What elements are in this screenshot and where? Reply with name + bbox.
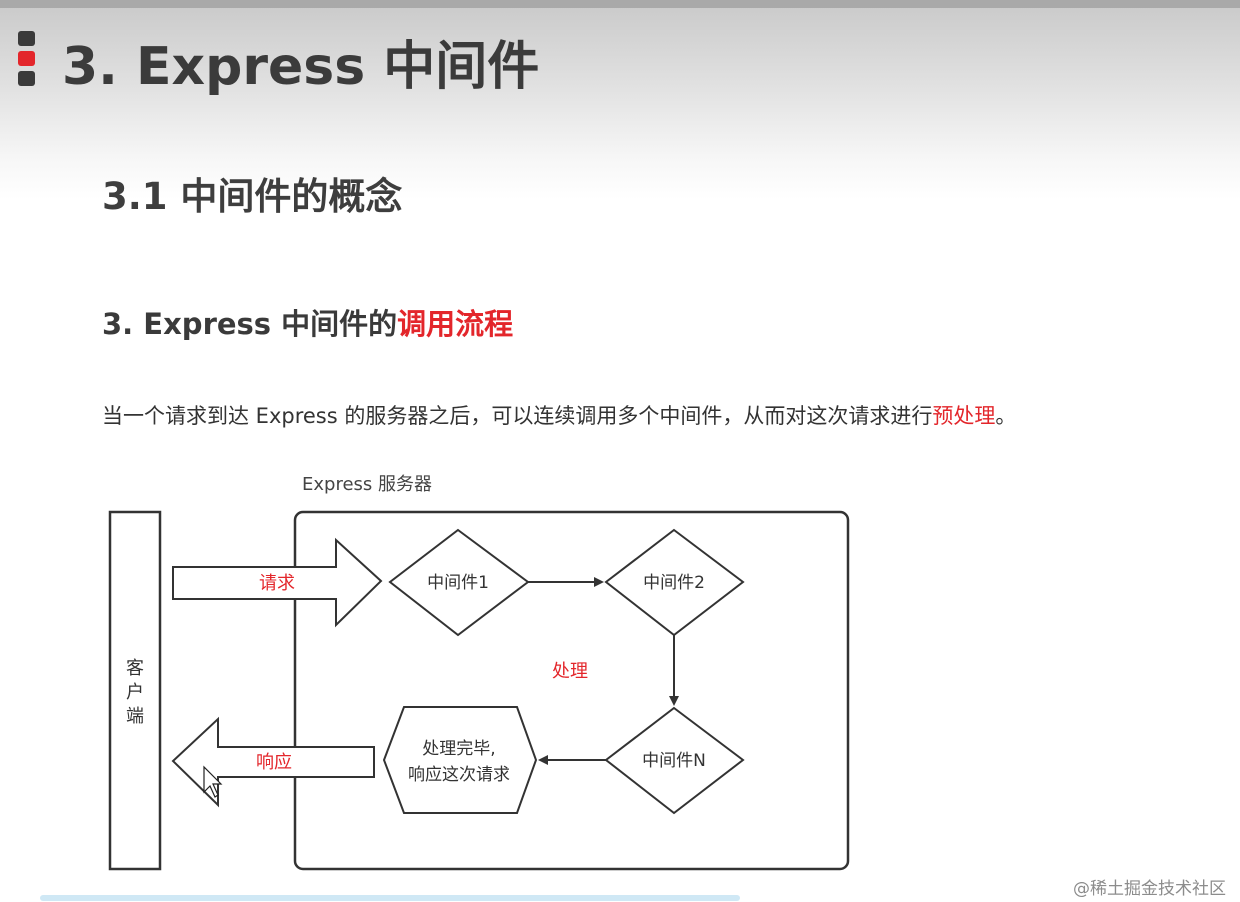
subsection-title: 3. Express 中间件的调用流程 bbox=[102, 301, 513, 343]
paragraph-highlight: 预处理 bbox=[932, 404, 996, 428]
page-title: 3. Express 中间件 bbox=[62, 37, 540, 97]
subsection-title-prefix: 3. Express 中间件的 bbox=[102, 307, 398, 341]
description-paragraph: 当一个请求到达 Express 的服务器之后，可以连续调用多个中间件，从而对这次… bbox=[102, 400, 1016, 430]
paragraph-text: 当一个请求到达 Express 的服务器之后，可以连续调用多个中间件，从而对这次… bbox=[102, 404, 933, 428]
response-arrow bbox=[171, 716, 375, 808]
done-line-2: 响应这次请求 bbox=[408, 765, 510, 785]
section-title: 3.1 中间件的概念 bbox=[102, 175, 403, 218]
middleware-1-node bbox=[388, 528, 530, 637]
done-line-1: 处理完毕, bbox=[422, 739, 495, 759]
middleware-1-label: 中间件1 bbox=[427, 573, 489, 593]
title-bullet-bottom bbox=[18, 71, 35, 86]
subsection-title-highlight: 调用流程 bbox=[397, 307, 514, 341]
top-strip bbox=[0, 0, 1240, 8]
client-label-2: 户 bbox=[126, 682, 144, 703]
response-label: 响应 bbox=[256, 752, 292, 773]
watermark: @稀土掘金技术社区 bbox=[1073, 879, 1226, 899]
middleware-n-label: 中间件N bbox=[642, 751, 706, 771]
title-bullet-top bbox=[18, 31, 35, 46]
mouse-cursor-icon bbox=[203, 765, 223, 798]
server-box bbox=[293, 510, 850, 871]
client-box bbox=[108, 510, 162, 871]
client-label-3: 端 bbox=[126, 706, 144, 727]
response-complete-node bbox=[382, 706, 538, 814]
request-label: 请求 bbox=[259, 573, 295, 594]
paragraph-end: 。 bbox=[995, 404, 1017, 428]
process-label: 处理 bbox=[552, 661, 588, 682]
middleware-2-label: 中间件2 bbox=[643, 573, 705, 593]
client-label-1: 客 bbox=[126, 658, 144, 679]
decorative-highlight-line bbox=[40, 895, 740, 901]
request-arrow bbox=[172, 537, 383, 628]
header-band bbox=[0, 0, 1240, 200]
server-label: Express 服务器 bbox=[302, 474, 432, 495]
title-bullet-middle bbox=[18, 51, 35, 66]
middleware-n-node bbox=[604, 706, 745, 815]
